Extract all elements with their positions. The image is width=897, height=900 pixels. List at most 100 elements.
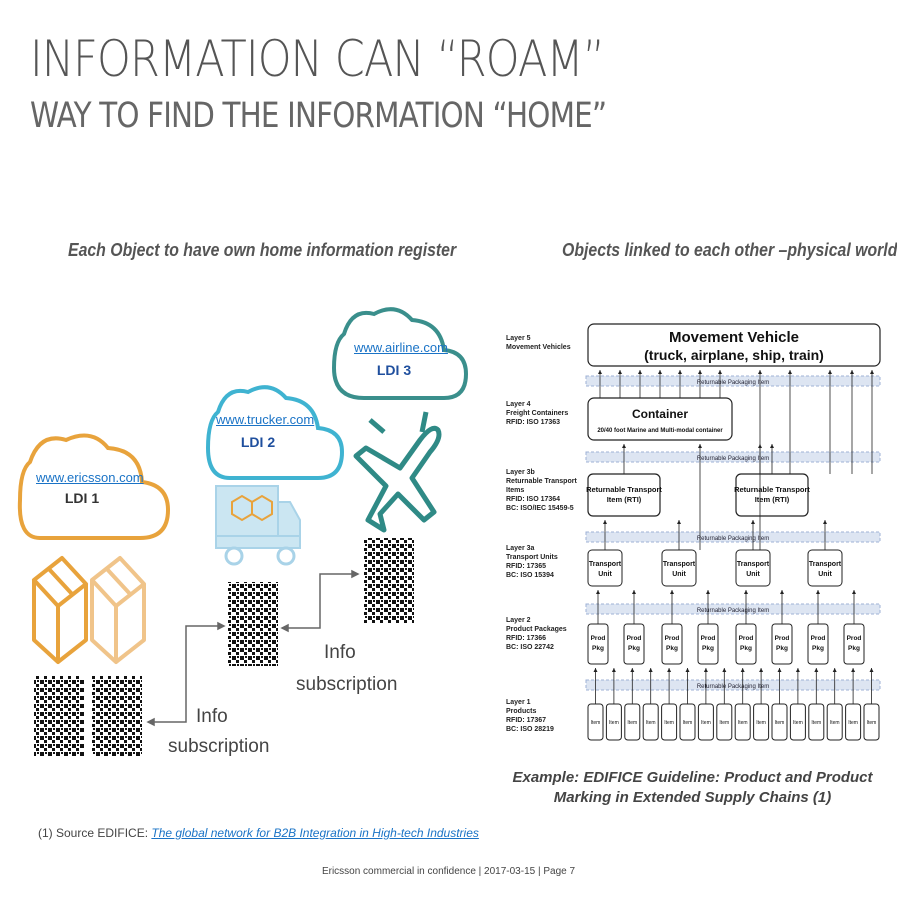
info-sub-1-line1: Info	[196, 706, 228, 727]
band-label: Returnable Packaging Item	[697, 380, 769, 386]
arrow-head	[638, 370, 642, 374]
arrow-head	[706, 590, 710, 594]
layer-desc: RFID: 17367	[506, 717, 546, 724]
transport-unit-box	[661, 549, 697, 587]
layer-desc: RFID: ISO 17363	[506, 419, 560, 426]
tu-label: Unit	[598, 571, 612, 578]
truck-icon	[215, 485, 301, 566]
pkg-label: Prod	[627, 635, 642, 642]
pkg-label: Prod	[811, 635, 826, 642]
item-label: Item	[793, 720, 803, 726]
transport-unit-box	[587, 549, 623, 587]
arrow-head	[770, 444, 774, 448]
footnote-prefix: (1) Source EDIFICE:	[38, 826, 152, 840]
arrow-head	[780, 590, 784, 594]
arrow-head	[758, 444, 762, 448]
layer-desc: RFID: 17366	[506, 635, 546, 642]
arrow-head	[593, 668, 598, 672]
footnote-link[interactable]: The global network for B2B Integration i…	[151, 826, 479, 840]
container-title: Container	[632, 407, 688, 421]
layer-desc: Items	[506, 487, 524, 494]
left-heading: Each Object to have own home information…	[68, 240, 457, 260]
item-label: Item	[683, 720, 693, 726]
pkg-label: Pkg	[702, 645, 714, 652]
tu-label: Unit	[672, 571, 686, 578]
page-title: INFORMATION CAN “ROAM”	[30, 30, 605, 88]
item-label: Item	[719, 720, 729, 726]
layer-desc: Products	[506, 708, 536, 715]
packaging-band	[585, 451, 881, 463]
arrow-head	[816, 590, 820, 594]
arrow-head	[795, 668, 800, 672]
layer-name: Layer 2	[506, 617, 531, 624]
arrow-head	[698, 444, 702, 448]
arrow-head	[598, 370, 602, 374]
layer-desc: RFID: 17365	[506, 563, 546, 570]
layer-desc: Movement Vehicles	[506, 344, 571, 351]
arrow-head	[759, 668, 764, 672]
pkg-label: Pkg	[812, 645, 824, 652]
arrow-head	[658, 370, 662, 374]
transport-unit-box	[735, 549, 771, 587]
band-label: Returnable Packaging Item	[697, 536, 769, 542]
tu-label: Unit	[818, 571, 832, 578]
cloud3-ldi: LDI 3	[376, 362, 412, 378]
item-label: Item	[664, 720, 674, 726]
pkg-label: Pkg	[592, 645, 604, 652]
container-sub: 20/40 foot Marine and Multi-modal contai…	[597, 428, 723, 434]
layer-desc: BC: ISO 15394	[506, 572, 554, 579]
layer-desc: BC: ISO 28219	[506, 726, 554, 733]
arrow-head	[740, 668, 745, 672]
product-package-box	[661, 623, 683, 665]
cloud1-ldi: LDI 1	[64, 490, 100, 506]
item-label: Item	[738, 720, 748, 726]
item-label: Item	[609, 720, 619, 726]
band-label: Returnable Packaging Item	[697, 684, 769, 690]
layer-desc: RFID: ISO 17364	[506, 496, 560, 503]
pkg-label: Prod	[739, 635, 754, 642]
arrow-head	[777, 668, 782, 672]
arrow-head	[685, 668, 690, 672]
cloud3-url[interactable]: www.airline.com	[354, 340, 448, 355]
diagram-caption: Example: EDIFICE Guideline: Product and …	[512, 769, 873, 806]
arrow-head	[698, 370, 702, 374]
layer-name: Layer 5	[506, 335, 531, 342]
arrow-head	[823, 520, 827, 524]
arrow-head	[851, 668, 856, 672]
tu-label: Unit	[746, 571, 760, 578]
tu-label: Transport	[809, 561, 842, 568]
tu-label: Transport	[589, 561, 622, 568]
arrow-head	[751, 520, 755, 524]
arrow-head	[870, 370, 874, 374]
rti-label: Returnable Transport	[586, 485, 662, 494]
vehicle-box	[587, 323, 881, 367]
product-package-box	[587, 623, 609, 665]
footnote: (1) Source EDIFICE: The global network f…	[38, 826, 479, 840]
page-footer: Ericsson commercial in confidence | 2017…	[321, 866, 576, 877]
item-label: Item	[848, 720, 858, 726]
qr-code-3	[228, 582, 278, 666]
layer-desc: BC: ISO 22742	[506, 644, 554, 651]
cloud2-url[interactable]: www.trucker.com	[216, 412, 315, 427]
arrow-head	[630, 668, 635, 672]
pkg-label: Pkg	[740, 645, 752, 652]
pkg-label: Pkg	[628, 645, 640, 652]
arrow-head	[677, 520, 681, 524]
pkg-label: Prod	[665, 635, 680, 642]
arrow-head	[722, 668, 727, 672]
pkg-label: Prod	[701, 635, 716, 642]
arrow-head	[850, 370, 854, 374]
arrow-head	[670, 590, 674, 594]
product-package-box	[771, 623, 793, 665]
subscription-arrow-2	[280, 569, 360, 633]
cloud1-url[interactable]: www.ericsson.com	[36, 470, 144, 485]
rti-label: Returnable Transport	[734, 485, 810, 494]
product-package-box	[735, 623, 757, 665]
layer-name: Layer 3a	[506, 545, 535, 552]
qr-code-1	[34, 676, 84, 756]
layer-desc: BC: ISO/IEC 15459-5	[506, 505, 574, 512]
product-package-box	[623, 623, 645, 665]
page-subtitle: WAY TO FIND THE INFORMATION “HOME”	[30, 96, 607, 136]
